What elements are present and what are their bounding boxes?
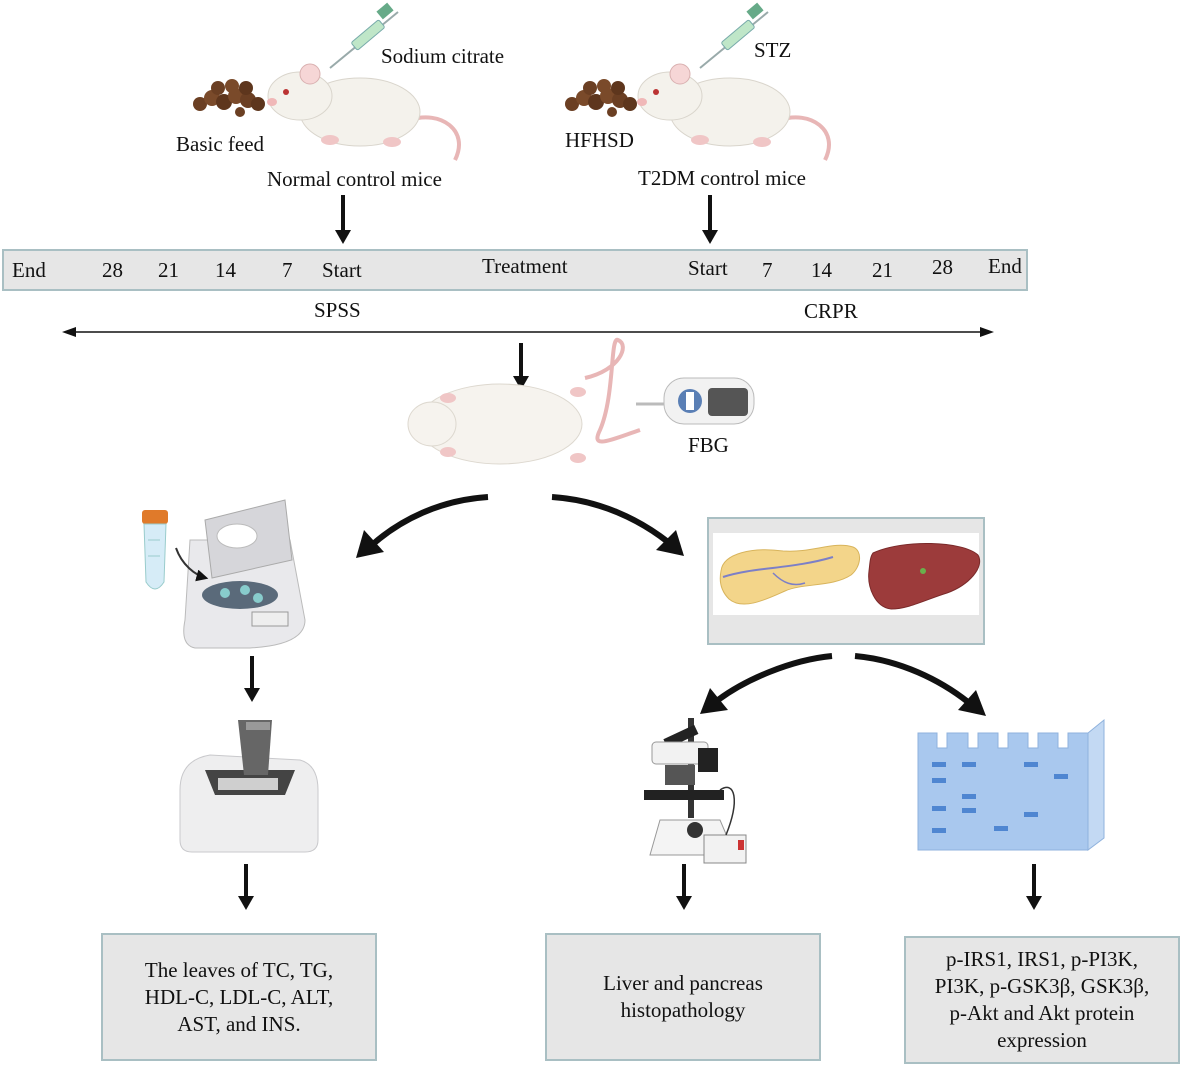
arrow-centrifuge-to-reader (244, 656, 260, 702)
western-result-line: p-Akt and Akt protein (949, 1001, 1135, 1025)
curved-arrow-to-microscope (700, 653, 833, 714)
pancreas-icon (719, 544, 860, 605)
serum-result-line: The leaves of TC, TG, (144, 957, 334, 982)
plate-reader-icon (179, 720, 319, 853)
timeline-tick: 7 (282, 258, 293, 282)
crpr-label: CRPR (804, 299, 858, 323)
double-arrow-axis (62, 327, 994, 337)
western-blot-gel-icon (917, 718, 1105, 851)
timeline-tick: 14 (811, 258, 832, 282)
centrifuge-icon (175, 499, 306, 649)
liver-icon (868, 542, 981, 610)
feed-pellets-t2dm-icon (565, 79, 637, 117)
arrow-t2dm-to-timeline (702, 195, 718, 244)
treatment-timeline: End 28 21 14 7 Start Treatment Start 7 1… (2, 249, 1028, 291)
timeline-treatment-label: Treatment (482, 254, 568, 278)
glucometer-icon (636, 377, 755, 425)
western-result-line: p-IRS1, IRS1, p-PI3K, (946, 947, 1138, 971)
timeline-tick: 21 (872, 258, 893, 282)
histology-result-line: histopathology (620, 998, 746, 1022)
serum-result-line: AST, and INS. (177, 1011, 301, 1036)
arrow-western-to-result (1026, 864, 1042, 910)
mouse-t2dm-icon (637, 63, 831, 161)
western-results-box: p-IRS1, IRS1, p-PI3K, PI3K, p-GSK3β, GSK… (904, 936, 1180, 1064)
western-result-line: PI3K, p-GSK3β, GSK3β, (934, 974, 1150, 998)
serum-results-box: The leaves of TC, TG, HDL-C, LDL-C, ALT,… (101, 933, 377, 1061)
t2dm-control-label: T2DM control mice (638, 166, 806, 190)
fbg-label: FBG (688, 433, 729, 457)
arrow-to-fbg (513, 343, 529, 390)
supine-mouse-icon (407, 337, 641, 465)
arrow-reader-to-result (238, 864, 254, 910)
curved-arrow-to-centrifuge (356, 494, 489, 558)
timeline-tick: Start (322, 258, 362, 282)
mouse-normal-icon (267, 63, 461, 161)
timeline-tick: End (988, 254, 1022, 278)
arrow-microscope-to-result (676, 864, 692, 910)
organ-panel-inner (713, 533, 981, 615)
normal-control-label: Normal control mice (267, 167, 442, 191)
curved-arrow-to-organs (551, 494, 684, 556)
organ-panel (707, 517, 985, 645)
basic-feed-label: Basic feed (176, 132, 265, 156)
timeline-tick: 28 (102, 258, 123, 282)
histology-result-line: Liver and pancreas (603, 971, 763, 995)
hfhsd-label: HFHSD (565, 128, 634, 152)
sodium-citrate-label: Sodium citrate (381, 44, 505, 68)
timeline-tick: 14 (215, 258, 236, 282)
timeline-tick: Start (688, 256, 728, 280)
serum-result-line: HDL-C, LDL-C, ALT, (144, 984, 334, 1009)
timeline-tick: 7 (762, 258, 773, 282)
arrow-normal-to-timeline (335, 195, 351, 244)
blood-tube-icon (142, 510, 168, 590)
organs-graphic (719, 542, 981, 610)
syringe-t2dm-icon (699, 2, 769, 69)
microscope-icon (644, 718, 747, 864)
histology-results-box: Liver and pancreas histopathology (545, 933, 821, 1061)
syringe-normal-icon (329, 2, 399, 69)
stz-label: STZ (754, 38, 792, 62)
timeline-tick: 21 (158, 258, 179, 282)
timeline-tick: End (12, 258, 46, 282)
curved-arrow-to-western (854, 653, 986, 716)
spss-label: SPSS (314, 298, 361, 322)
timeline-tick: 28 (932, 255, 953, 279)
western-result-line: expression (997, 1028, 1087, 1052)
feed-pellets-normal-icon (193, 79, 265, 117)
